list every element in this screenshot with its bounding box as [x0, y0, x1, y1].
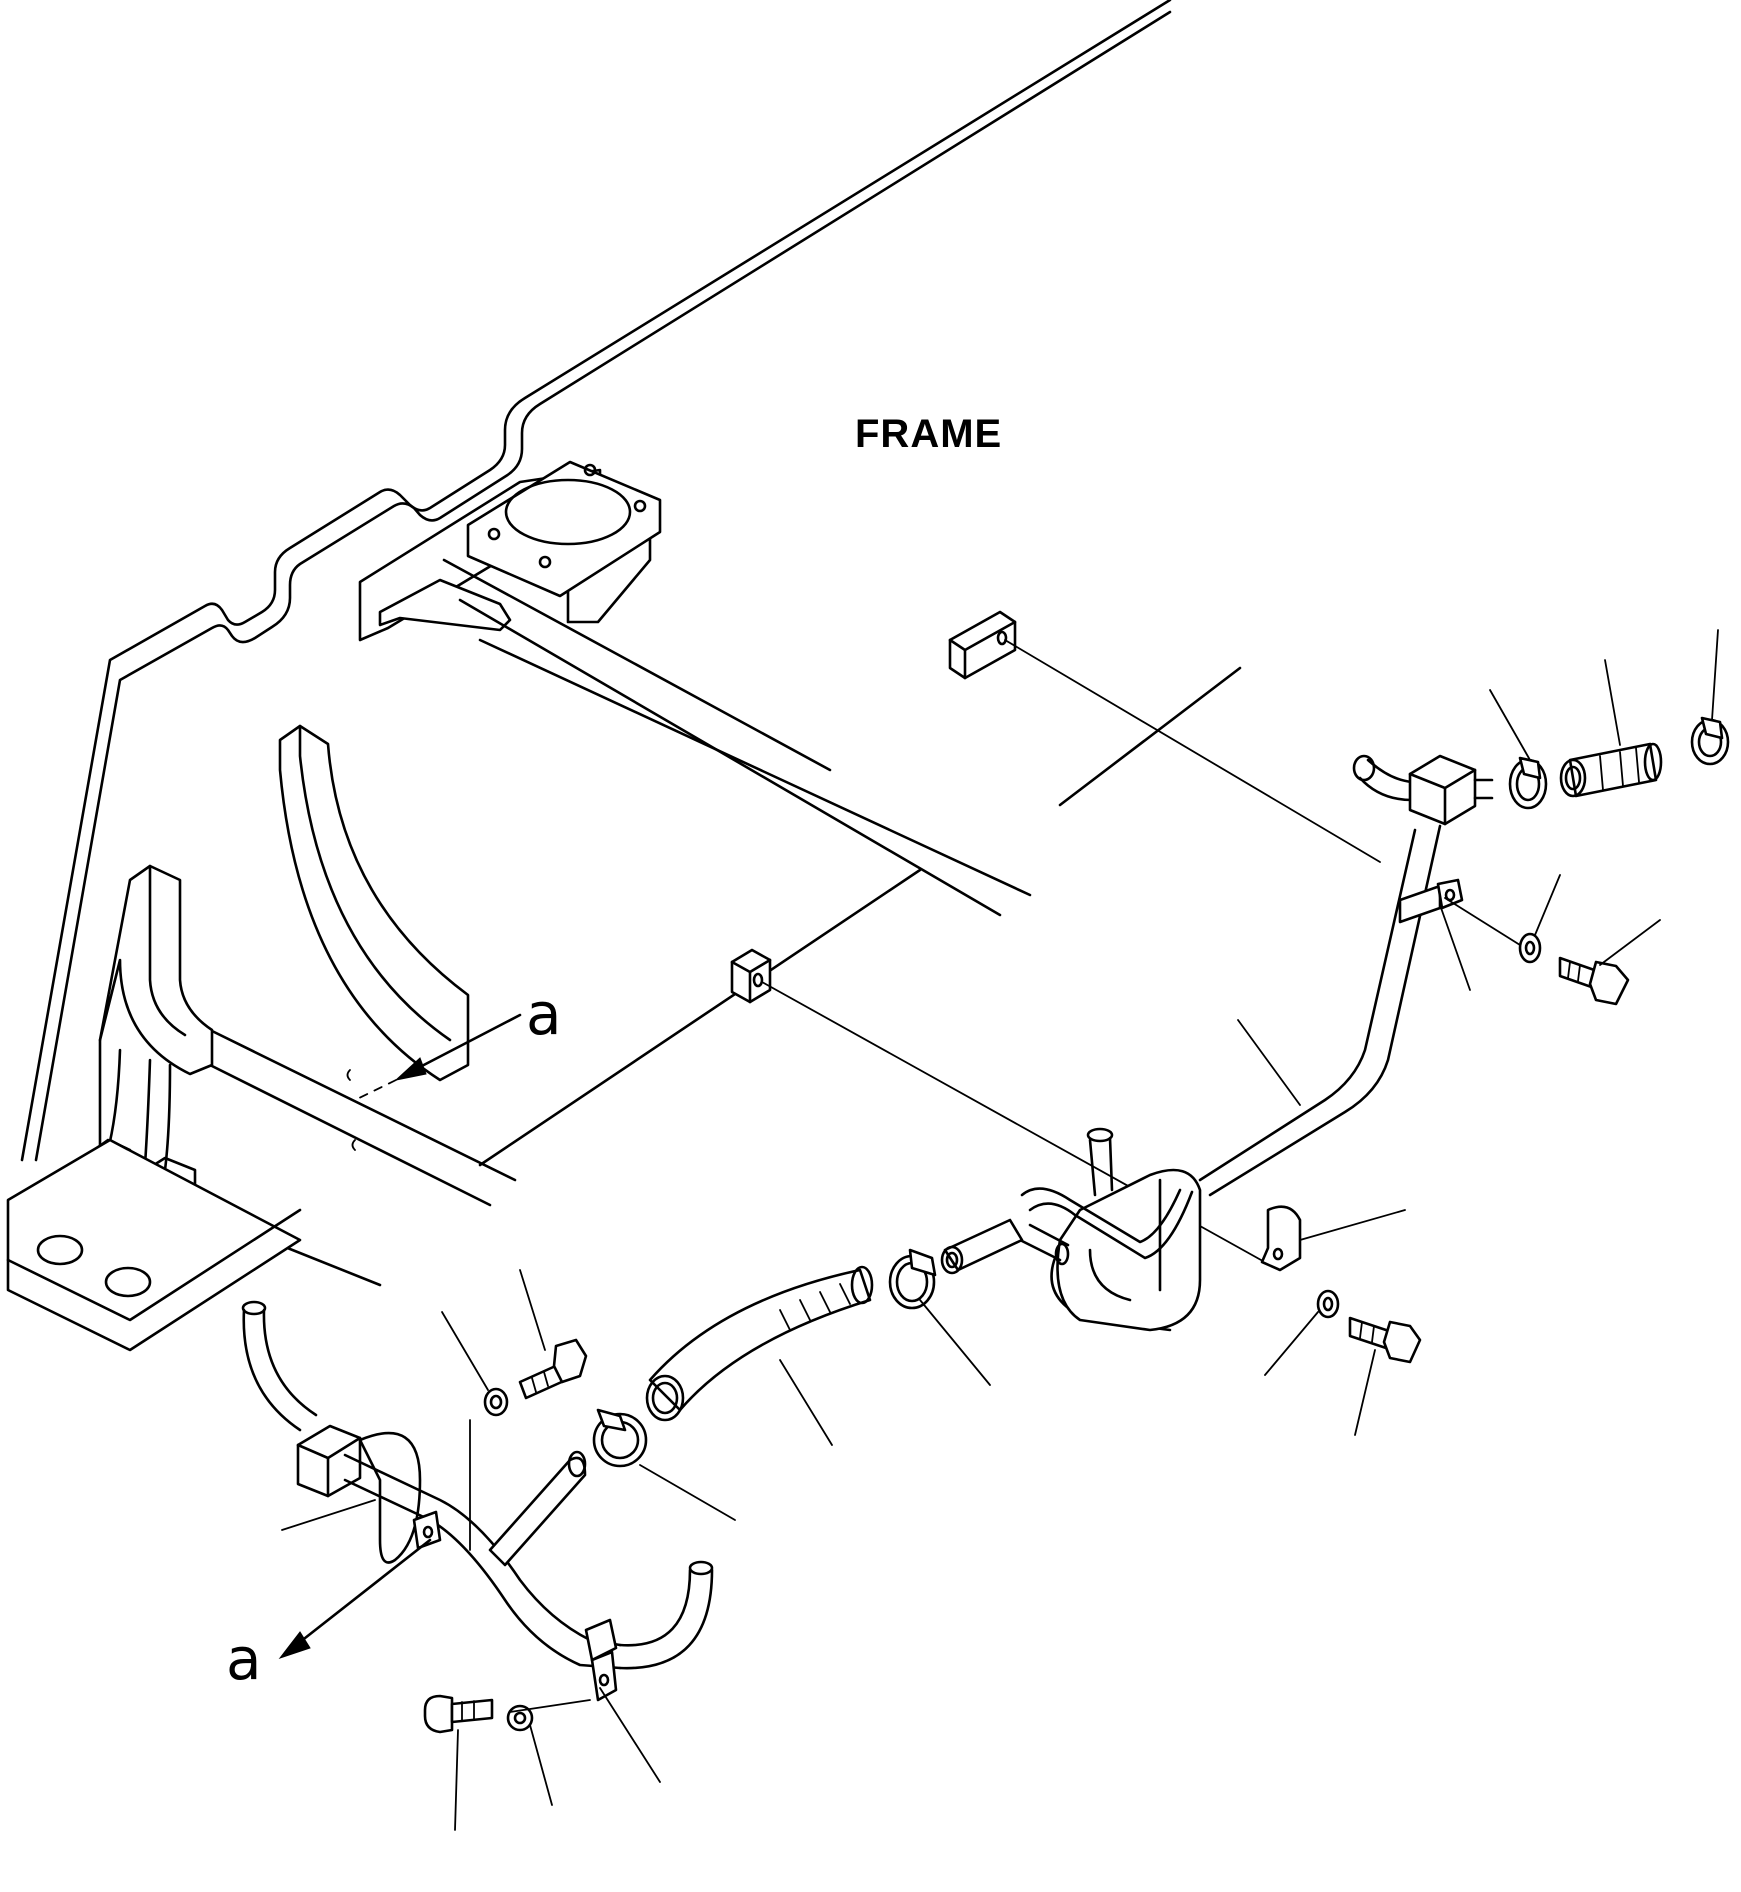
hose-clamp-mid-left [592, 1408, 648, 1468]
bolt-upper-right [1558, 956, 1630, 1006]
view-callout-bottom: a [226, 1625, 262, 1693]
washer-lower-right [1316, 1289, 1340, 1319]
frame-left-gussets [78, 724, 470, 1220]
frame-side-member [20, 0, 1172, 1162]
hose-clamp-upper-left [1508, 756, 1548, 810]
hose-clamp-mid-right [888, 1248, 937, 1310]
view-arrow-bottom [278, 1538, 432, 1659]
upper-hose [1559, 742, 1663, 798]
washer-lower-center [483, 1387, 509, 1417]
frame-mount-bracket [358, 460, 1032, 917]
upper-tube-assembly [1198, 754, 1521, 1197]
frame-cross-members [198, 666, 1242, 1287]
view-arrow-top [354, 1013, 522, 1101]
lower-tube-assembly [241, 1300, 714, 1702]
bolt-lower-right [1348, 1316, 1422, 1364]
bolt-lower-center [518, 1338, 588, 1400]
leader-lines [281, 629, 1719, 1831]
frame-label: FRAME [855, 412, 1003, 456]
hose-clamp-upper-right [1690, 716, 1730, 766]
loop-tube [940, 1127, 1202, 1332]
middle-hose [645, 1265, 874, 1422]
bolt-bottom-left [423, 1694, 494, 1734]
frame-holes [346, 1069, 356, 1151]
spacer-block-top [948, 610, 1381, 863]
clamp-bracket-right [1260, 1205, 1302, 1272]
view-callout-top: a [526, 980, 562, 1048]
washer-upper-right [1518, 932, 1542, 964]
frame-base-plate [6, 1138, 302, 1352]
